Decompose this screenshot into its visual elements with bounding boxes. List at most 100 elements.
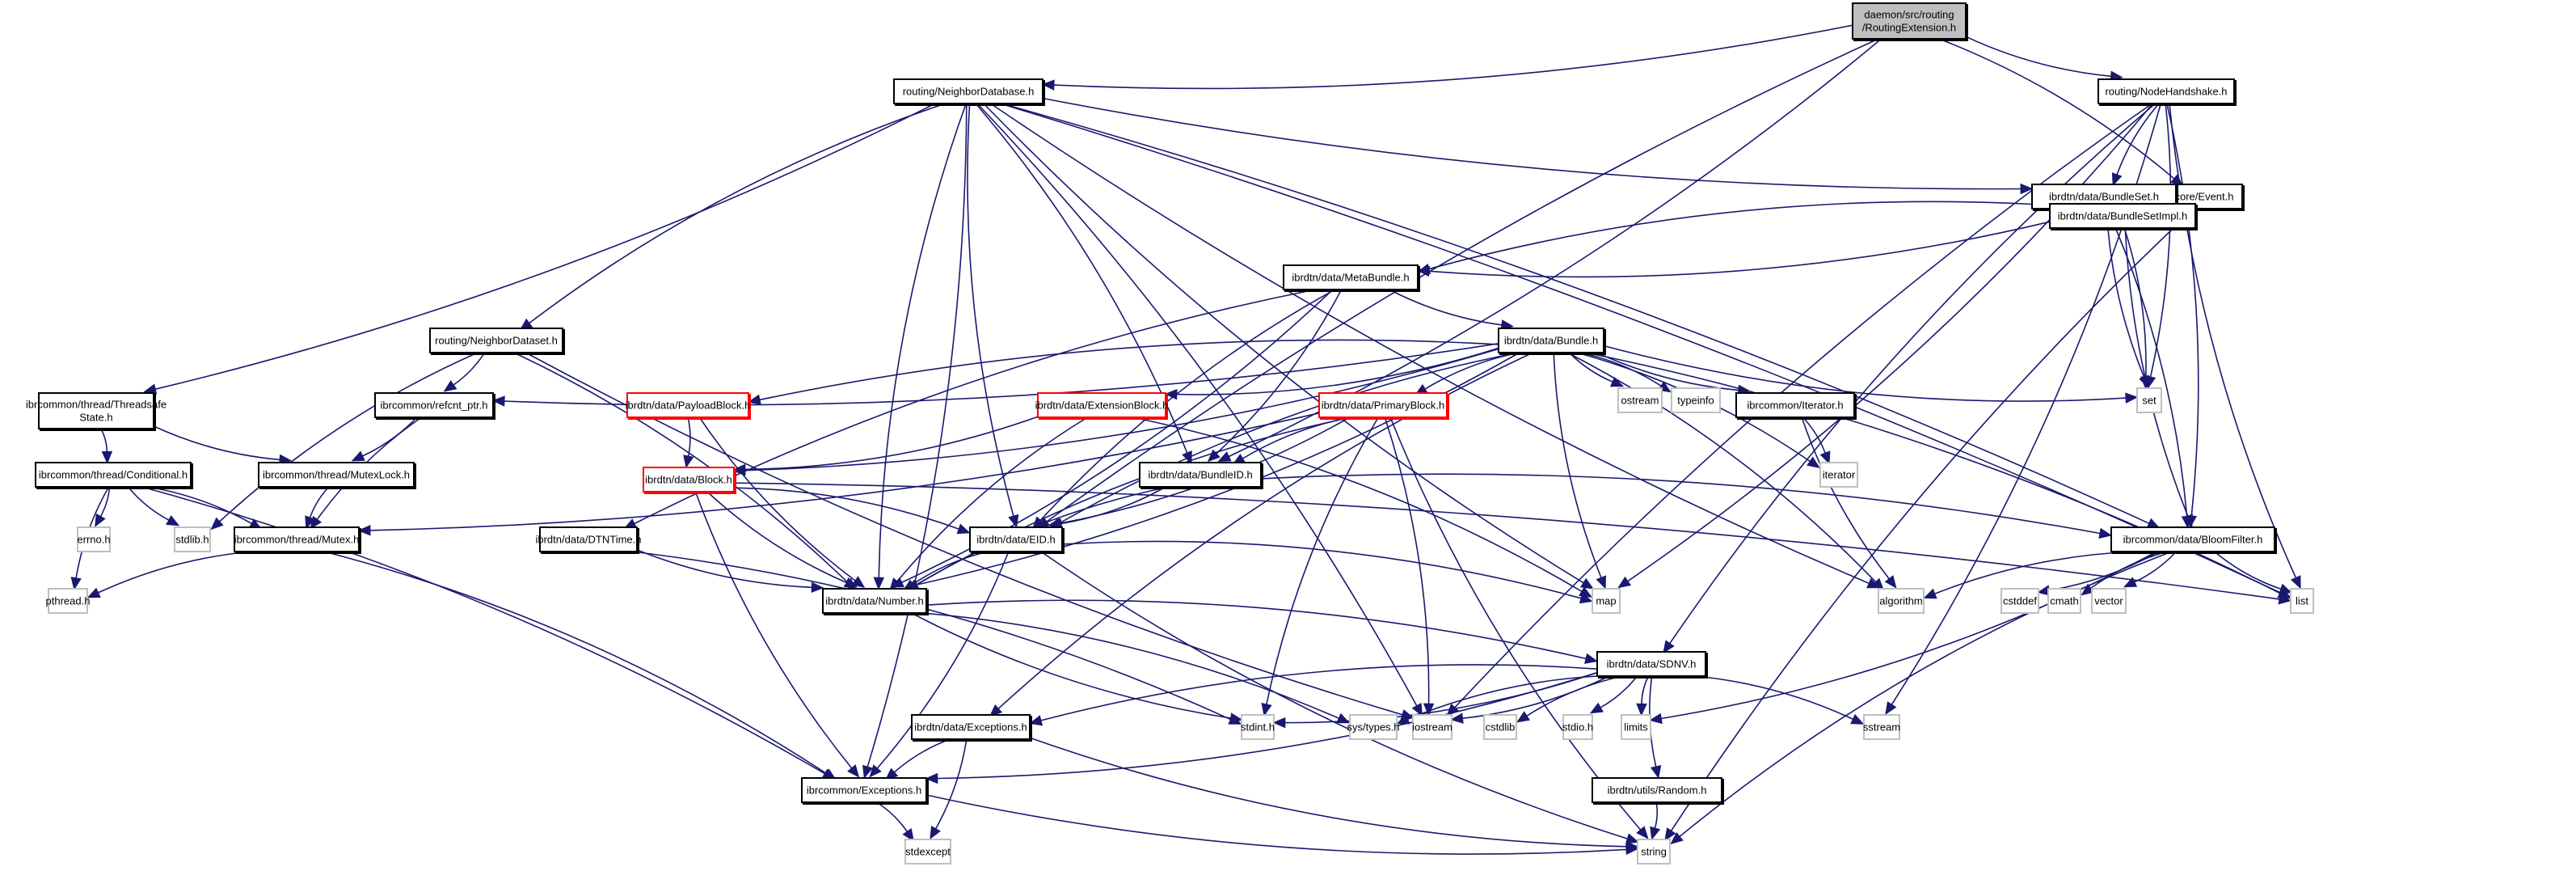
node-label: ibrdtn/data/BundleSetImpl.h bbox=[2058, 210, 2187, 222]
edge-conditional-to-cexc bbox=[141, 486, 825, 775]
node-cexc[interactable]: ibrcommon/Exceptions.h bbox=[801, 777, 929, 805]
node-label: ibrdtn/data/DTNTime.h bbox=[535, 534, 641, 546]
arrowhead-neighbordb-to-map bbox=[1580, 577, 1595, 590]
node-stdexcept: stdexcept bbox=[904, 839, 951, 865]
node-bundleid[interactable]: ibrdtn/data/BundleID.h bbox=[1139, 462, 1263, 489]
edge-root-to-event bbox=[1938, 38, 2175, 180]
arrowhead-bundle-to-payload bbox=[748, 394, 761, 405]
edge-nodehs-to-map bbox=[1627, 103, 2154, 582]
node-label: typeinfo bbox=[1677, 395, 1714, 407]
arrowhead-iterh-to-iterator bbox=[1819, 450, 1831, 465]
edge-bloom-to-algorithm bbox=[1934, 551, 2135, 594]
node-bundle[interactable]: ibrdtn/data/Bundle.h bbox=[1498, 328, 1606, 355]
edge-sdnv-to-cexc bbox=[937, 671, 1598, 780]
node-box bbox=[1318, 392, 1448, 418]
node-number[interactable]: ibrdtn/data/Number.h bbox=[822, 588, 929, 615]
edge-neighbordb-to-bundleset bbox=[1042, 97, 2022, 190]
arrowhead-bloom-to-cmath bbox=[2081, 583, 2094, 596]
node-sdnv[interactable]: ibrdtn/data/SDNV.h bbox=[1596, 651, 1708, 679]
arrowhead-bundle-to-iterator bbox=[1807, 456, 1820, 469]
edge-iterh-to-iterator bbox=[1802, 416, 1826, 454]
arrowhead-primary-to-stdint bbox=[1261, 703, 1272, 717]
node-dexc[interactable]: ibrdtn/data/Exceptions.h bbox=[911, 714, 1032, 742]
node-box bbox=[626, 392, 749, 418]
node-box bbox=[969, 526, 1063, 552]
node-box bbox=[1283, 264, 1419, 290]
node-label: errno.h bbox=[77, 534, 110, 546]
node-label: ibrcommon/Iterator.h bbox=[1747, 400, 1843, 412]
node-box bbox=[2049, 203, 2196, 229]
node-label: routing/NodeHandshake.h bbox=[2105, 86, 2227, 98]
arrowhead-dtntime-to-number bbox=[811, 581, 824, 594]
node-label: stdlib.h bbox=[175, 534, 209, 546]
node-neighbords[interactable]: routing/NeighborDataset.h bbox=[429, 328, 565, 355]
node-box bbox=[1878, 588, 1925, 614]
node-conditional[interactable]: ibrcommon/thread/Conditional.h bbox=[35, 462, 193, 489]
node-box bbox=[1241, 714, 1275, 740]
node-root[interactable]: daemon/src/routing/RoutingExtension.h bbox=[1852, 2, 1968, 41]
arrowhead-bundlesetimpl-to-metabundle bbox=[1416, 265, 1430, 277]
node-box bbox=[1483, 714, 1517, 740]
edge-bundle-to-set bbox=[1603, 345, 2127, 402]
edge-bundlesetimpl-to-set bbox=[2123, 227, 2147, 378]
arrowhead-sdnv-to-dexc bbox=[1029, 715, 1043, 726]
node-box bbox=[38, 392, 154, 429]
node-bundlesetimpl[interactable]: ibrdtn/data/BundleSetImpl.h bbox=[2049, 203, 2198, 230]
edge-root-to-neighbordb bbox=[1053, 24, 1853, 90]
node-extblock[interactable]: ibrdtn/data/ExtensionBlock.h bbox=[1035, 392, 1169, 420]
node-box bbox=[539, 526, 638, 552]
node-block[interactable]: ibrdtn/data/Block.h bbox=[643, 467, 736, 494]
node-box bbox=[1562, 714, 1593, 740]
edge-cexc-to-string bbox=[925, 794, 1627, 855]
node-box bbox=[2097, 78, 2235, 104]
edge-neighbordb-to-bloom bbox=[1001, 103, 2150, 524]
node-label: string bbox=[1641, 846, 1667, 858]
node-neighbordb[interactable]: routing/NeighborDatabase.h bbox=[893, 78, 1045, 106]
node-iterh[interactable]: ibrcommon/Iterator.h bbox=[1735, 392, 1857, 420]
arrowhead-bundlesetimpl-to-bloom bbox=[2182, 514, 2193, 528]
node-metabundle[interactable]: ibrdtn/data/MetaBundle.h bbox=[1283, 264, 1420, 292]
node-label: ibrdtn/data/Number.h bbox=[825, 595, 923, 607]
node-primary[interactable]: ibrdtn/data/PrimaryBlock.h bbox=[1318, 392, 1449, 420]
node-bloom[interactable]: ibrcommon/data/BloomFilter.h bbox=[2110, 526, 2277, 554]
edge-bundleset-to-bloom bbox=[2106, 208, 2188, 517]
edge-sdnv-to-systypes bbox=[1407, 675, 1598, 721]
node-label: ibrdtn/data/SDNV.h bbox=[1607, 658, 1697, 670]
edge-bloom-to-string bbox=[1679, 551, 2173, 838]
node-nodehs[interactable]: routing/NodeHandshake.h bbox=[2097, 78, 2237, 106]
edge-bundleset-to-metabundle bbox=[1428, 201, 2033, 270]
node-mutexlock[interactable]: ibrcommon/thread/MutexLock.h bbox=[258, 462, 416, 489]
arrowhead-eid-to-string bbox=[1625, 833, 1640, 844]
node-refcnt[interactable]: ibrcommon/refcnt_ptr.h bbox=[374, 392, 495, 420]
edge-block-to-eid bbox=[733, 487, 959, 530]
node-dtntime[interactable]: ibrdtn/data/DTNTime.h bbox=[535, 526, 642, 554]
arrowhead-neighbordb-to-bundleset bbox=[2020, 183, 2034, 195]
edge-bundlesetimpl-to-metabundle bbox=[1428, 221, 2051, 278]
edge-eid-to-map bbox=[1061, 540, 1582, 599]
edge-cexc-to-stdexcept bbox=[876, 801, 908, 832]
node-box bbox=[1412, 714, 1452, 740]
node-label: list bbox=[2296, 595, 2308, 607]
arrowhead-payload-to-number bbox=[851, 576, 866, 589]
arrowhead-nodehs-to-list bbox=[2291, 575, 2301, 590]
node-iostream: iostream bbox=[1412, 714, 1452, 740]
node-label: cmath bbox=[2050, 595, 2078, 607]
node-box bbox=[174, 526, 211, 552]
node-payload[interactable]: ibrdtn/data/PayloadBlock.h bbox=[626, 392, 751, 420]
edge-dtntime-to-number bbox=[636, 549, 812, 589]
node-label: ibrdtn/data/MetaBundle.h bbox=[1292, 272, 1409, 284]
edge-eid-to-cexc bbox=[876, 551, 1010, 769]
node-box bbox=[1852, 2, 1967, 40]
node-mutex[interactable]: ibrcommon/thread/Mutex.h bbox=[234, 526, 361, 554]
edge-number-to-sdnv bbox=[925, 599, 1587, 660]
node-vector: vector bbox=[2091, 588, 2127, 614]
arrowhead-sdnv-to-limits bbox=[1636, 703, 1647, 717]
node-label: ibrdtn/data/BundleID.h bbox=[1148, 469, 1252, 481]
edge-sdnv-to-stdio bbox=[1600, 675, 1638, 708]
node-eid[interactable]: ibrdtn/data/EID.h bbox=[969, 526, 1065, 554]
edge-conditional-to-stdlib bbox=[127, 486, 170, 521]
arrowhead-bundle-to-ostream bbox=[1609, 376, 1625, 387]
edge-nodehs-to-iostream bbox=[1454, 103, 2153, 708]
node-random[interactable]: ibrdtn/utils/Random.h bbox=[1592, 777, 1724, 805]
